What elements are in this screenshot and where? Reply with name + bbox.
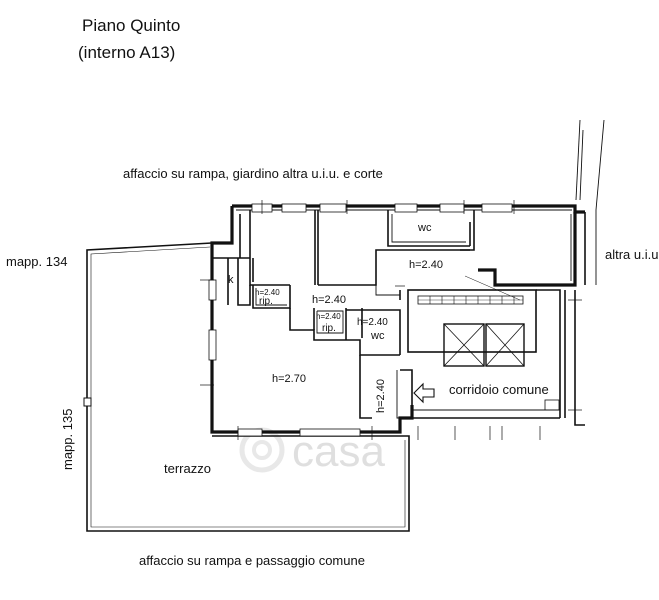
terrace-outline <box>83 242 410 532</box>
interior-walls <box>212 210 475 419</box>
marker-ticks <box>200 200 582 440</box>
height-wc: h=2.40 <box>357 317 388 328</box>
room-rip-2: rip. <box>322 323 336 334</box>
height-rip-2: h=2.40 <box>316 312 341 321</box>
stair-core <box>407 275 585 426</box>
entrance-arrow-icon <box>413 382 435 404</box>
label-west-top: mapp. 134 <box>6 254 67 269</box>
room-corridor: corridoio comune <box>449 382 549 397</box>
title-line-2: (interno A13) <box>78 43 175 62</box>
height-center: h=2.40 <box>312 294 346 306</box>
label-north: affaccio su rampa, giardino altra u.i.u.… <box>123 166 383 181</box>
title-line-1: Piano Quinto <box>82 16 180 35</box>
label-west-side: mapp. 135 <box>60 409 75 470</box>
height-vertical: h=2.40 <box>375 379 387 413</box>
height-living: h=2.70 <box>272 373 306 385</box>
height-right: h=2.40 <box>409 259 443 271</box>
label-south: affaccio su rampa e passaggio comune <box>139 553 365 568</box>
room-kitchen: k <box>228 274 234 286</box>
label-east: altra u.i.u <box>605 247 658 262</box>
room-wc-top: wc <box>417 222 432 234</box>
room-terrace: terrazzo <box>164 461 211 476</box>
room-wc-mid: wc <box>370 330 385 342</box>
room-rip-1: rip. <box>259 296 273 307</box>
height-rip-1: h=2.40 <box>255 288 280 297</box>
